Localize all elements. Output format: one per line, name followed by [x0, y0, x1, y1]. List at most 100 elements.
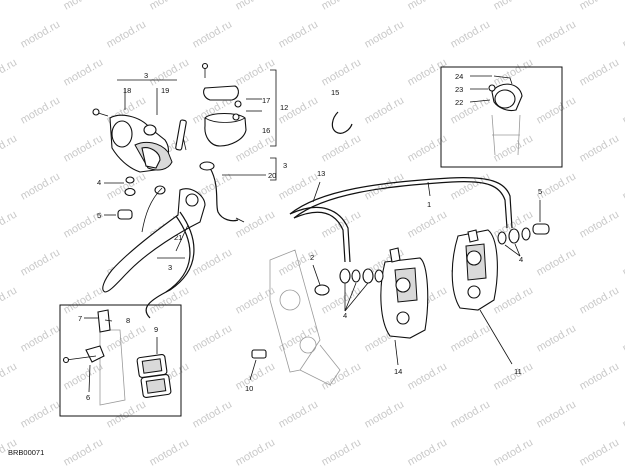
watermark-text: motod.ru: [0, 0, 19, 13]
watermark-text: motod.ru: [277, 18, 321, 50]
watermark-text: motod.ru: [621, 18, 625, 50]
callout-9: 9: [154, 325, 158, 334]
watermark-text: motod.ru: [19, 246, 63, 278]
watermark-text: motod.ru: [492, 132, 536, 164]
fluid-reservoir: [201, 62, 247, 147]
watermark-text: motod.ru: [191, 398, 235, 430]
watermark-text: motod.ru: [148, 56, 192, 88]
watermark-text: motod.ru: [19, 170, 63, 202]
watermark-text: motod.ru: [406, 436, 450, 468]
watermark-text: motod.ru: [234, 0, 278, 13]
figure-id: BRB00071: [8, 448, 44, 457]
watermark-text: motod.ru: [234, 436, 278, 468]
watermark-text: motod.ru: [0, 132, 19, 164]
master-cylinder-assembly: [92, 108, 187, 195]
watermark-text: motod.ru: [277, 170, 321, 202]
caliper-brake-hoses: [289, 177, 513, 263]
watermark-text: motod.ru: [148, 436, 192, 468]
callout-3-top: 3: [144, 71, 148, 80]
watermark-text: motod.ru: [535, 322, 579, 354]
watermark-text: motod.ru: [363, 398, 407, 430]
callout-16: 16: [262, 126, 270, 135]
watermark-text: motod.ru: [0, 360, 19, 392]
watermark-text: motod.ru: [621, 246, 625, 278]
callout-22: 22: [455, 98, 463, 107]
watermark-text: motod.ru: [363, 94, 407, 126]
watermark-text: motod.ru: [449, 18, 493, 50]
watermark-text: motod.ru: [492, 360, 536, 392]
callout-21: 21: [174, 233, 182, 242]
brake-switch-cable: [199, 161, 245, 223]
watermark-text: motod.ru: [191, 246, 235, 278]
callout-4-left: 4: [97, 178, 101, 187]
watermark-text: motod.ru: [492, 56, 536, 88]
watermark-text: motod.ru: [234, 208, 278, 240]
left-brake-caliper: [380, 247, 429, 366]
watermark-text: motod.ru: [449, 170, 493, 202]
watermark-text: motod.ru: [535, 246, 579, 278]
watermark-text: motod.ru: [578, 56, 622, 88]
watermark-text: motod.ru: [62, 360, 106, 392]
watermark-text: motod.ru: [535, 94, 579, 126]
banjo-fittings: [312, 200, 550, 312]
callout-10: 10: [245, 384, 253, 393]
watermark-text: motod.ru: [105, 398, 149, 430]
watermark-text: motod.ru: [406, 208, 450, 240]
inset-hose-clamp: [440, 66, 563, 168]
watermark-text: motod.ru: [148, 0, 192, 13]
watermark-text: motod.ru: [535, 18, 579, 50]
inset-brake-pads: [59, 304, 182, 417]
callout-19: 19: [161, 86, 169, 95]
callout-5-left: 5: [97, 211, 101, 220]
watermark-text: motod.ru: [191, 322, 235, 354]
watermark-text: motod.ru: [449, 398, 493, 430]
watermark-text: motod.ru: [621, 94, 625, 126]
watermark-text: motod.ru: [19, 18, 63, 50]
watermark-text: motod.ru: [621, 398, 625, 430]
watermark-text: motod.ru: [578, 360, 622, 392]
watermark-text: motod.ru: [578, 436, 622, 468]
brake-lever: [102, 187, 206, 293]
callout-7: 7: [78, 314, 82, 323]
callout-11: 11: [514, 367, 522, 376]
watermark-text: motod.ru: [320, 56, 364, 88]
watermark-text: motod.ru: [320, 132, 364, 164]
watermark-text: motod.ru: [191, 18, 235, 50]
watermark-text: motod.ru: [19, 322, 63, 354]
watermark-text: motod.ru: [62, 0, 106, 13]
watermark-text: motod.ru: [535, 398, 579, 430]
callout-4-right: 4: [519, 255, 523, 264]
watermark-text: motod.ru: [578, 0, 622, 13]
watermark-text: motod.ru: [406, 56, 450, 88]
watermark-text: motod.ru: [406, 0, 450, 13]
hose-clip: [331, 111, 353, 134]
watermark-text: motod.ru: [492, 0, 536, 13]
callout-24: 24: [455, 72, 463, 81]
watermark-text: motod.ru: [320, 436, 364, 468]
watermark-text: motod.ru: [277, 398, 321, 430]
watermark-text: motod.ru: [62, 436, 106, 468]
watermark-text: motod.ru: [621, 322, 625, 354]
watermark-text: motod.ru: [0, 284, 19, 316]
watermark-text: motod.ru: [578, 284, 622, 316]
left-brackets: [117, 69, 277, 259]
callout-3-low: 3: [168, 263, 172, 272]
fork-leg-outline: [269, 249, 341, 386]
watermark-text: motod.ru: [19, 398, 63, 430]
watermark-text: motod.ru: [19, 94, 63, 126]
watermark-text: motod.ru: [105, 18, 149, 50]
watermark-text: motod.ru: [492, 436, 536, 468]
watermark-text: motod.ru: [62, 56, 106, 88]
callout-3-mid: 3: [283, 161, 287, 170]
watermark-text: motod.ru: [0, 208, 19, 240]
watermark-text: motod.ru: [621, 170, 625, 202]
callout-13: 13: [317, 169, 325, 178]
watermark-text: motod.ru: [105, 322, 149, 354]
callout-15: 15: [331, 88, 339, 97]
callout-8: 8: [126, 316, 130, 325]
callout-20: 20: [268, 171, 276, 180]
callout-6: 6: [86, 393, 90, 402]
watermark-text: motod.ru: [578, 132, 622, 164]
caliper-bolt: [249, 349, 267, 381]
